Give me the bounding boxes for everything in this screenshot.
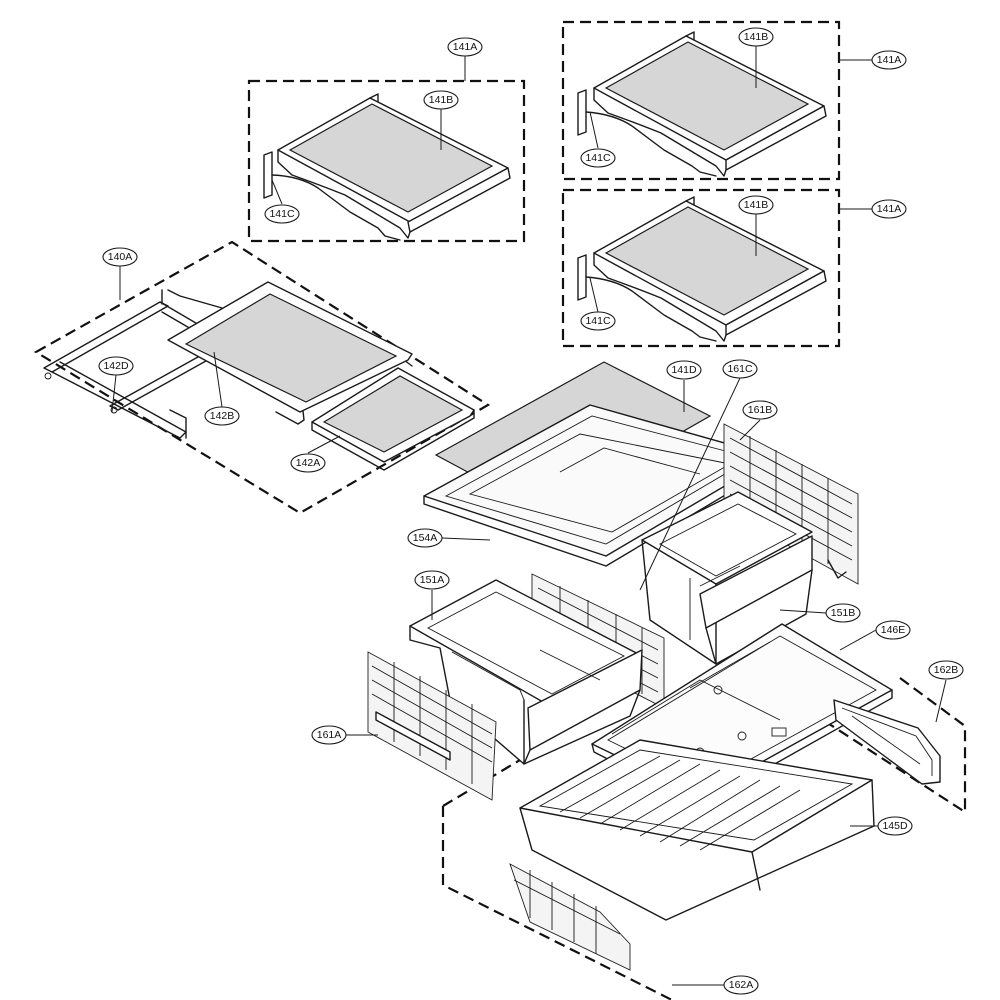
svg-text:146E: 146E <box>881 624 906 636</box>
svg-text:162A: 162A <box>729 979 754 991</box>
callout-142D: 142D <box>98 356 134 376</box>
callout-141C-3: 141C <box>580 311 616 331</box>
leader-lines <box>111 46 947 986</box>
shelf-assembly-left <box>263 93 511 241</box>
svg-text:161C: 161C <box>727 363 753 375</box>
callout-140A: 140A <box>102 247 138 267</box>
callout-142B: 142B <box>204 406 240 426</box>
crisper-drawer-right <box>641 491 813 665</box>
callout-141A-3: 141A <box>871 199 907 219</box>
svg-text:141A: 141A <box>877 203 902 215</box>
svg-text:142A: 142A <box>296 457 321 469</box>
crisper-drawer-left <box>409 579 643 765</box>
group-box-140A <box>33 240 491 515</box>
svg-text:161B: 161B <box>748 404 773 416</box>
bottom-pan-drawer <box>519 739 875 921</box>
svg-text:141A: 141A <box>453 41 478 53</box>
callout-141A-1: 141A <box>447 37 483 57</box>
svg-text:141B: 141B <box>429 94 454 106</box>
callout-161A: 161A <box>311 725 347 745</box>
svg-text:141B: 141B <box>744 31 769 43</box>
shelf-assembly-top-right <box>577 31 827 177</box>
callout-161B: 161B <box>742 400 778 420</box>
svg-text:141B: 141B <box>744 199 769 211</box>
callout-145D: 145D <box>877 816 913 836</box>
callout-162B: 162B <box>928 660 964 680</box>
svg-text:141A: 141A <box>877 54 902 66</box>
svg-text:154A: 154A <box>413 532 438 544</box>
group-box-141A-mid-right <box>561 188 841 348</box>
svg-text:141D: 141D <box>671 364 697 376</box>
callout-141A-2: 141A <box>871 50 907 70</box>
callout-151A: 151A <box>414 570 450 590</box>
shelf-assembly-mid-right <box>577 196 827 342</box>
svg-text:140A: 140A <box>108 251 133 263</box>
callout-161C: 161C <box>722 359 758 379</box>
group-box-141A-left <box>247 79 526 243</box>
svg-text:141C: 141C <box>269 208 295 220</box>
svg-text:162B: 162B <box>934 664 959 676</box>
svg-text:141C: 141C <box>585 152 611 164</box>
callout-151B: 151B <box>825 603 861 623</box>
callout-154A: 154A <box>407 528 443 548</box>
callout-162A: 162A <box>723 975 759 995</box>
callout-141B-2: 141B <box>738 27 774 47</box>
svg-text:161A: 161A <box>317 729 342 741</box>
callout-141B-3: 141B <box>738 195 774 215</box>
sliding-shelf-frame <box>43 281 475 471</box>
callout-141C-1: 141C <box>264 204 300 224</box>
divider-panel-left <box>367 651 497 801</box>
callout-141C-2: 141C <box>580 148 616 168</box>
side-trim-right <box>833 699 941 785</box>
callout-141D: 141D <box>666 360 702 380</box>
callout-141B-1: 141B <box>423 90 459 110</box>
svg-text:142B: 142B <box>210 410 235 422</box>
svg-text:151B: 151B <box>831 607 856 619</box>
group-box-162B <box>819 677 967 815</box>
svg-text:151A: 151A <box>420 574 445 586</box>
group-box-141A-top-right <box>561 20 841 181</box>
svg-text:145D: 145D <box>882 820 908 832</box>
divider-panel-right <box>723 423 859 585</box>
front-trim-bottom <box>509 863 631 971</box>
callout-142A: 142A <box>290 453 326 473</box>
callout-146E: 146E <box>875 620 911 640</box>
svg-text:142D: 142D <box>103 360 129 372</box>
svg-text:141C: 141C <box>585 315 611 327</box>
